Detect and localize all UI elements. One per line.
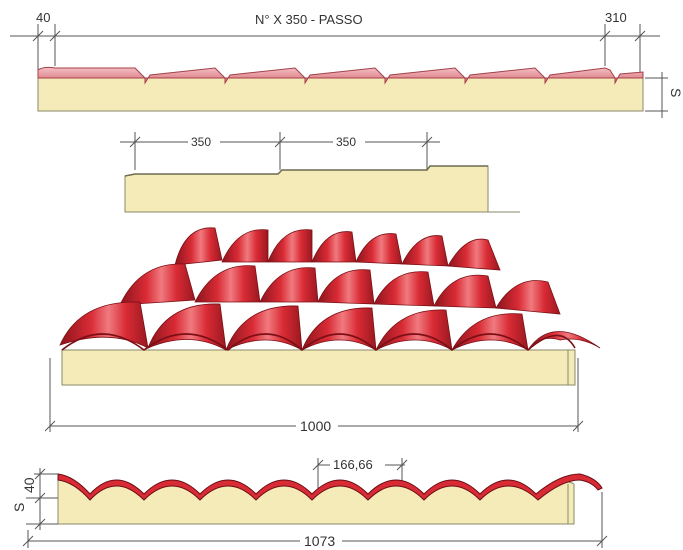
section-thickness-label: S (11, 503, 27, 512)
dim-slash (396, 459, 408, 471)
right-dim-label: 310 (605, 10, 627, 25)
dim-slash (599, 30, 611, 42)
step-dim-1: 350 (191, 135, 211, 149)
top-thickness-label: S (668, 88, 683, 97)
dim-slash (312, 459, 324, 471)
top-metal-sheet (37, 66, 644, 85)
rib-height-label: 40 (21, 477, 37, 493)
label-bg (188, 134, 220, 148)
step-metal-edge (124, 165, 488, 177)
label-bg (296, 418, 338, 434)
width-dim-label: 1000 (300, 418, 331, 434)
perspective-panel: 1000 (44, 227, 601, 434)
left-dim-label: 40 (36, 10, 50, 25)
step-foam-core (124, 165, 489, 213)
section-metal-profile (57, 473, 603, 501)
tile-row-back (174, 227, 501, 271)
dim-slash (34, 468, 46, 480)
top-profile: 40 N° X 350 - PASSO 310 S (10, 10, 683, 118)
dim-slash (22, 535, 34, 547)
label-bg (330, 457, 385, 472)
dim-slash (634, 30, 646, 42)
dim-slash (129, 136, 141, 148)
front-wave-edge (61, 333, 576, 352)
top-foam-core (37, 77, 644, 112)
pitch-dim-label: N° X 350 - PASSO (255, 12, 363, 27)
tile-row-middle (119, 263, 561, 315)
dim-slash (44, 420, 56, 432)
label-bg (333, 134, 365, 148)
dim-slash (34, 518, 46, 530)
step-detail: 350 350 (120, 132, 520, 213)
pitch-dim-label: 166,66 (333, 457, 373, 472)
dim-slash (596, 535, 608, 547)
dim-slash (572, 420, 584, 432)
dim-slash (274, 136, 286, 148)
step-dim-2: 350 (336, 135, 356, 149)
perspective-foam-core (61, 349, 576, 386)
dim-slash (32, 30, 44, 42)
total-width-label: 1073 (304, 533, 335, 549)
label-bg (300, 533, 342, 549)
dim-slash (34, 492, 46, 504)
section-view: 166,66 40 S 1073 (11, 457, 608, 549)
dim-slash (49, 30, 61, 42)
dim-slash (421, 136, 433, 148)
